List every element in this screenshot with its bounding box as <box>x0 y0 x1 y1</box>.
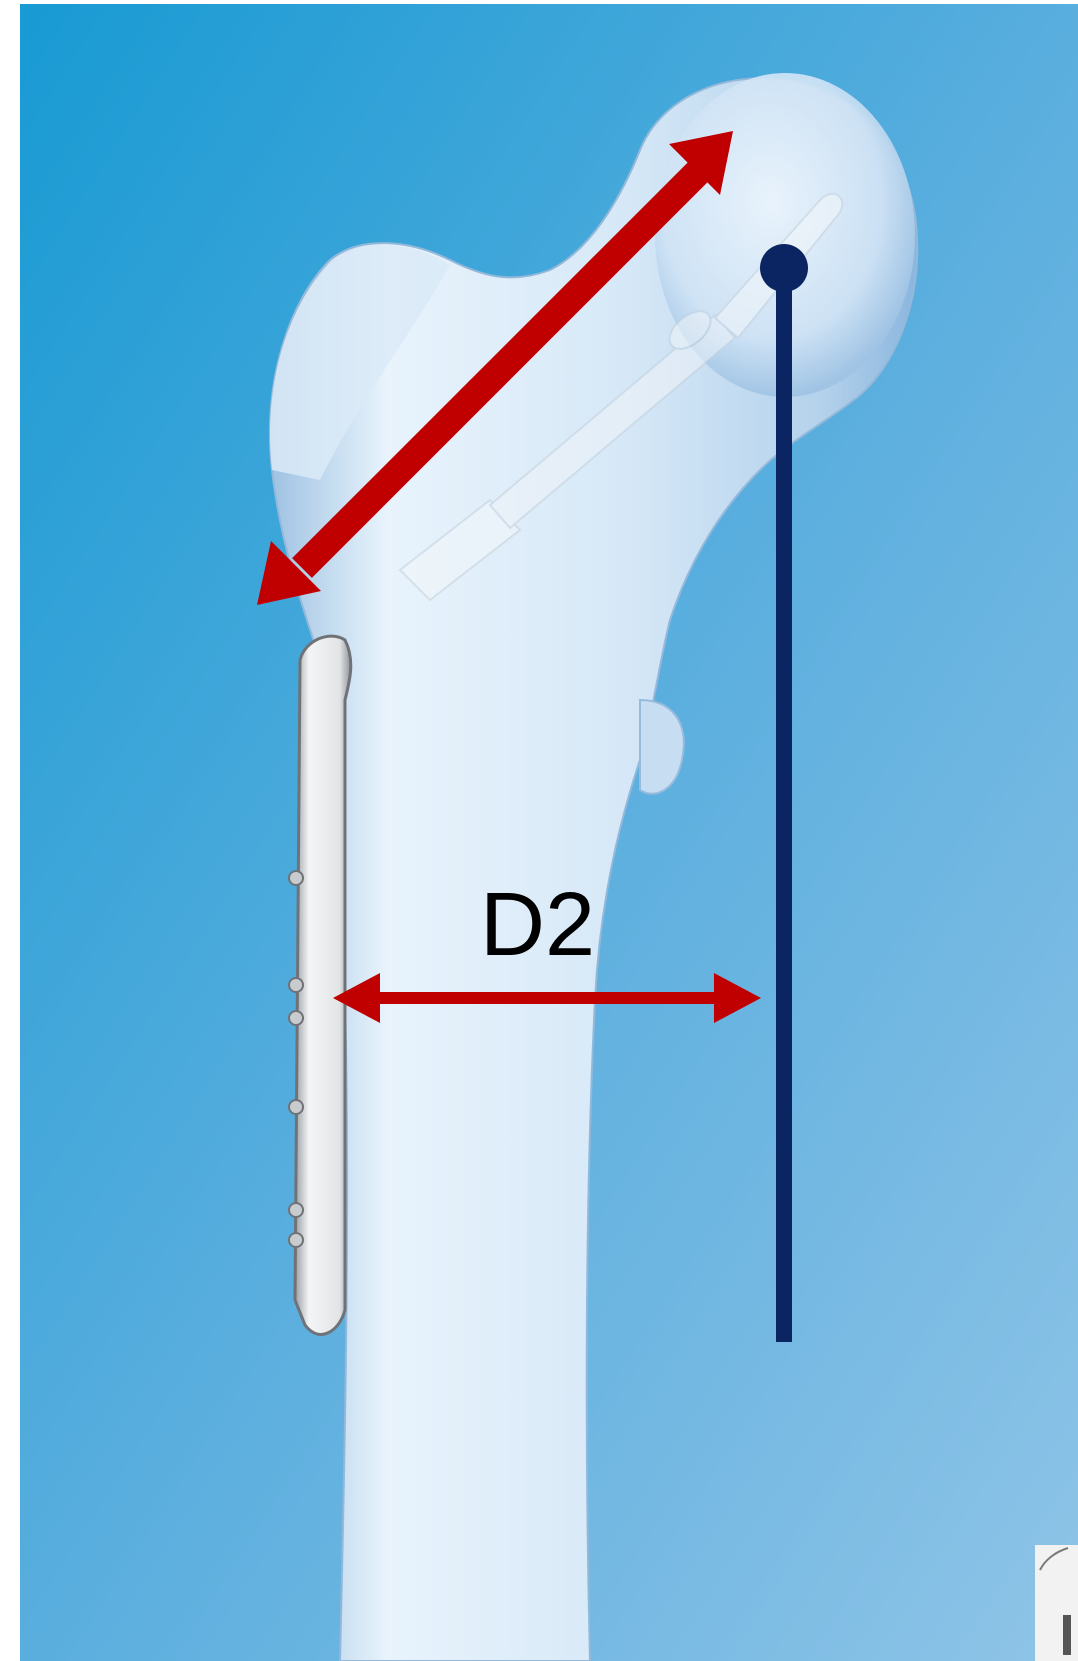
corner-stamp <box>1035 1545 1078 1661</box>
reference-dot <box>760 244 808 292</box>
d2-label: D2 <box>480 880 595 970</box>
side-plate <box>289 636 351 1334</box>
